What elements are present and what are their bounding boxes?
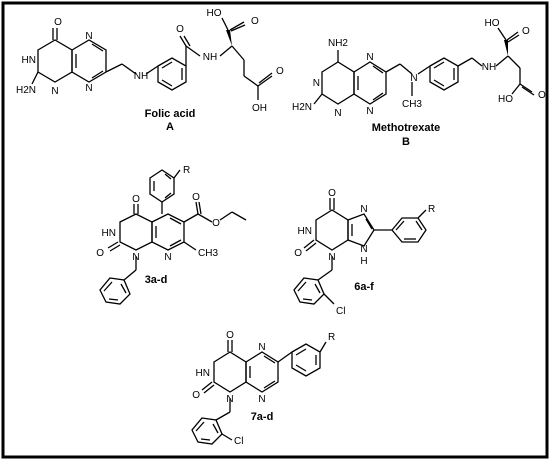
atom-r: R: [328, 332, 335, 343]
atom-h2n: H2N: [16, 85, 36, 96]
compound-3a-d-label: 3a-d: [145, 274, 168, 286]
atom-o: O: [226, 330, 234, 341]
atom-ho: HO: [207, 8, 222, 19]
atom-hn: HN: [298, 226, 312, 237]
compound-3a-d-structure: R O HN O N N O O CH3 3a-d: [96, 165, 247, 305]
atom-n: N: [226, 394, 233, 405]
atom-o: O: [276, 66, 284, 77]
methotrexate-structure: NH2 N H2N N N N N CH3 NH HO O O HO Metho…: [292, 18, 546, 148]
atom-r: R: [183, 165, 190, 176]
atom-o: O: [192, 192, 200, 203]
atom-nh: NH: [482, 62, 496, 73]
atom-n: N: [366, 52, 373, 63]
atom-nh: NH: [203, 52, 217, 63]
atom-o: O: [192, 390, 200, 401]
atom-n: N: [360, 204, 367, 215]
methotrexate-name: Methotrexate: [372, 122, 440, 134]
atom-o: O: [132, 194, 140, 205]
atom-ho: HO: [485, 18, 500, 29]
atom-o: O: [522, 26, 530, 37]
atom-hn: HN: [102, 228, 116, 239]
atom-h2n: H2N: [292, 102, 312, 113]
methotrexate-letter: B: [402, 136, 410, 148]
atom-hn: HN: [196, 368, 210, 379]
atom-cl: Cl: [234, 436, 243, 447]
atom-n: N: [258, 342, 265, 353]
atom-cl: Cl: [336, 306, 345, 317]
atom-n: N: [328, 252, 335, 263]
atom-n: N: [334, 108, 341, 119]
atom-o: O: [294, 248, 302, 259]
atom-o: O: [176, 24, 184, 35]
compound-7a-d-label: 7a-d: [251, 411, 274, 423]
atom-n: N: [132, 252, 139, 263]
atom-n: N: [313, 78, 320, 89]
compound-7a-d-structure: O HN O N N N R Cl 7a-d: [191, 330, 335, 447]
atom-r: R: [428, 204, 435, 215]
atom-nh2: NH2: [328, 38, 348, 49]
atom-o: O: [251, 16, 259, 27]
folic-acid-name: Folic acid: [145, 108, 196, 120]
atom-o: O: [538, 90, 546, 101]
atom-hn: HN: [22, 55, 36, 66]
atom-n: N: [164, 252, 171, 263]
atom-ch3: CH3: [402, 99, 422, 110]
atom-n: N: [258, 394, 265, 405]
atom-n: N: [360, 244, 367, 255]
atom-o: O: [328, 188, 336, 199]
folic-acid-letter: A: [166, 121, 174, 133]
compound-6a-f-structure: O HN O N N N H R Cl 6a-f: [293, 188, 435, 317]
atom-oh: OH: [252, 103, 267, 114]
atom-ch3: CH3: [198, 248, 218, 259]
atom-n: N: [410, 73, 417, 84]
atom-o: O: [212, 218, 220, 229]
atom-o: O: [54, 17, 62, 28]
atom-n: N: [51, 86, 58, 97]
atom-n: N: [366, 106, 373, 117]
atom-n: N: [85, 31, 92, 42]
atom-h: H: [360, 256, 367, 267]
compound-6a-f-label: 6a-f: [354, 281, 374, 293]
folic-acid-structure: O HN H2N N N N NH O NH HO O O OH Folic a…: [16, 8, 284, 133]
atom-n: N: [85, 83, 92, 94]
atom-ho: HO: [498, 94, 513, 105]
atom-nh: NH: [134, 71, 148, 82]
atom-o: O: [96, 248, 104, 259]
